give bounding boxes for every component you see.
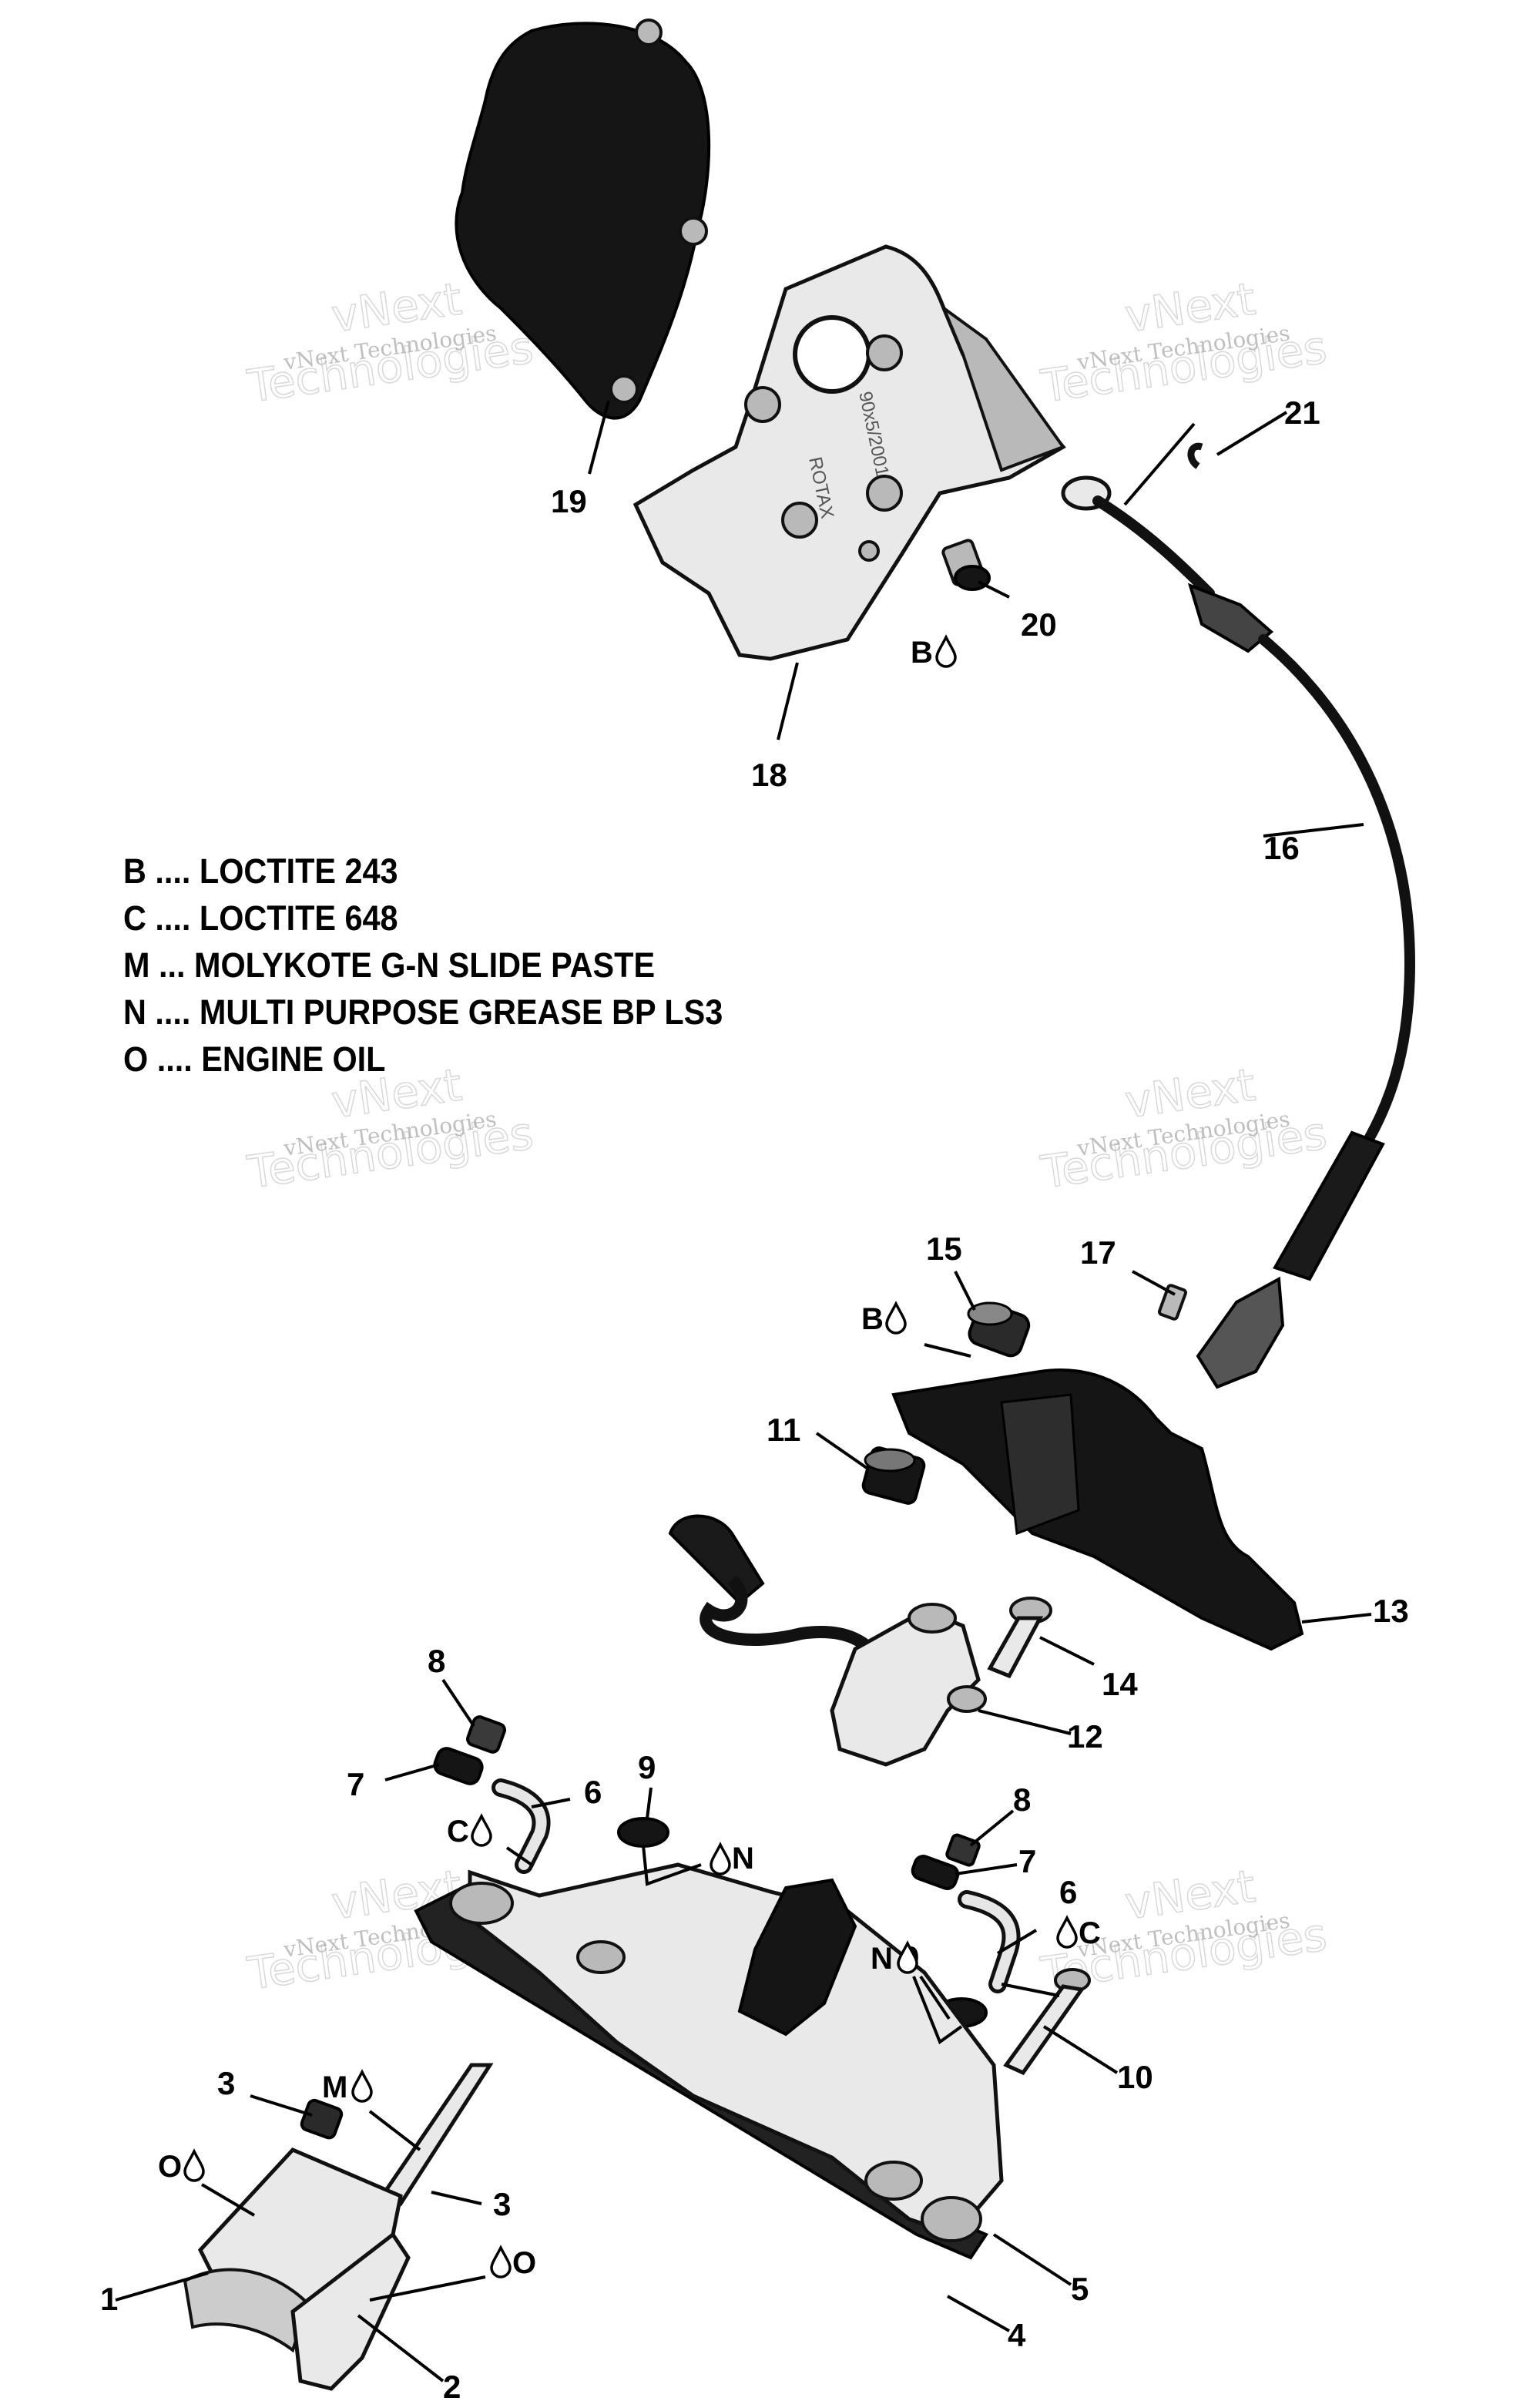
callout-6a: 6 <box>584 1774 602 1810</box>
legend-item-o: O .... ENGINE OIL <box>123 1039 386 1079</box>
svg-text:B: B <box>911 636 933 670</box>
legend-item-b: B .... LOCTITE 243 <box>123 851 398 891</box>
callout-3b: 3 <box>493 2186 511 2222</box>
callout-1: 1 <box>100 2281 118 2317</box>
part-15-spacer <box>967 1301 1031 1358</box>
part-16-cable <box>1061 475 1416 1389</box>
mark-n-9a: N <box>710 1842 754 1875</box>
droplet-icon <box>490 2246 512 2278</box>
part-5-cover-plate <box>449 1862 1004 2242</box>
callout-15: 15 <box>926 1231 962 1267</box>
mark-o-2: O <box>490 2246 536 2280</box>
watermark: vNext Technologies vNext Technologies <box>1037 1058 1330 1200</box>
mark-n-9b: N <box>871 1942 918 1976</box>
callout-14: 14 <box>1102 1666 1138 1702</box>
part-21-clip <box>1187 442 1203 469</box>
callout-7b: 7 <box>1018 1843 1036 1879</box>
legend-item-m: M ... MOLYKOTE G-N SLIDE PASTE <box>123 945 656 985</box>
svg-text:M: M <box>322 2070 347 2104</box>
watermark: vNext Technologies vNext Technologies <box>1037 272 1330 414</box>
droplet-icon <box>351 2070 373 2103</box>
part-7-plug-left <box>433 1747 484 1785</box>
part-2-block <box>290 2231 411 2391</box>
part-7-plug-right <box>911 1855 960 1890</box>
part-9-washer-left <box>617 1817 669 1848</box>
droplet-icon <box>471 1815 492 1847</box>
part-8-plug-right <box>945 1833 981 1867</box>
callout-7a: 7 <box>347 1766 364 1802</box>
droplet-icon <box>1056 1916 1078 1949</box>
callout-10: 10 <box>1117 2059 1153 2095</box>
legend-item-n: N .... MULTI PURPOSE GREASE BP LS3 <box>123 992 723 1032</box>
callout-2: 2 <box>443 2369 461 2401</box>
callout-20: 20 <box>1021 606 1057 643</box>
part-10-bolt <box>1003 1968 1091 2076</box>
callout-5: 5 <box>1071 2271 1089 2307</box>
part-6-tube-left <box>492 1778 551 1874</box>
callout-17: 17 <box>1080 1234 1116 1271</box>
part-13-housing <box>891 1368 1304 1651</box>
svg-text:C: C <box>1079 1916 1101 1950</box>
callout-9a: 9 <box>638 1749 656 1785</box>
part-20-nut <box>941 539 991 591</box>
droplet-icon <box>710 1843 731 1875</box>
callout-8a: 8 <box>428 1643 445 1679</box>
callout-21: 21 <box>1284 395 1320 431</box>
callout-16: 16 <box>1263 830 1300 866</box>
part-18-bracket: 90x5/2001 ROTAX <box>632 244 1066 661</box>
legend: B .... LOCTITE 243 C .... LOCTITE 648 M … <box>123 848 817 1083</box>
droplet-icon <box>935 636 957 668</box>
mark-m-3: M <box>322 2070 373 2104</box>
svg-text:B: B <box>861 1302 884 1336</box>
mark-c-6a: C <box>447 1815 492 1849</box>
callout-3a: 3 <box>217 2065 235 2101</box>
callout-4: 4 <box>1008 2317 1026 2353</box>
callout-12: 12 <box>1067 1718 1103 1755</box>
part-17-screw <box>1158 1284 1187 1321</box>
svg-text:O: O <box>158 2150 182 2184</box>
callout-6b: 6 <box>1059 1874 1077 1910</box>
part-8-plug-left <box>466 1715 506 1754</box>
compound-marks: B B C N C N M O <box>158 636 1101 2280</box>
part-14-bolt <box>987 1597 1052 1679</box>
svg-text:N: N <box>871 1942 893 1976</box>
mark-o-1: O <box>158 2150 205 2184</box>
callout-13: 13 <box>1373 1593 1409 1629</box>
callout-8b: 8 <box>1013 1781 1031 1818</box>
callout-18: 18 <box>751 757 787 793</box>
svg-text:C: C <box>447 1815 469 1849</box>
part-6-tube-right <box>958 1890 1021 1993</box>
mark-c-6b: C <box>1056 1916 1101 1950</box>
callouts: 19 18 20 21 16 15 17 11 13 14 12 8 7 6 9… <box>100 395 1409 2401</box>
droplet-icon <box>183 2150 205 2182</box>
mark-b-15: B <box>861 1302 907 1336</box>
callout-19: 19 <box>551 483 587 519</box>
mark-b-20: B <box>911 636 957 670</box>
leader-lines <box>115 400 1372 2383</box>
part-11-grommet <box>861 1446 926 1505</box>
part-19-cover <box>455 18 711 420</box>
callout-11: 11 <box>767 1412 800 1448</box>
svg-text:N: N <box>732 1842 754 1875</box>
part-12-sensor <box>668 1514 987 1767</box>
droplet-icon <box>885 1302 907 1335</box>
legend-item-c: C .... LOCTITE 648 <box>123 898 398 938</box>
svg-text:O: O <box>512 2246 536 2280</box>
